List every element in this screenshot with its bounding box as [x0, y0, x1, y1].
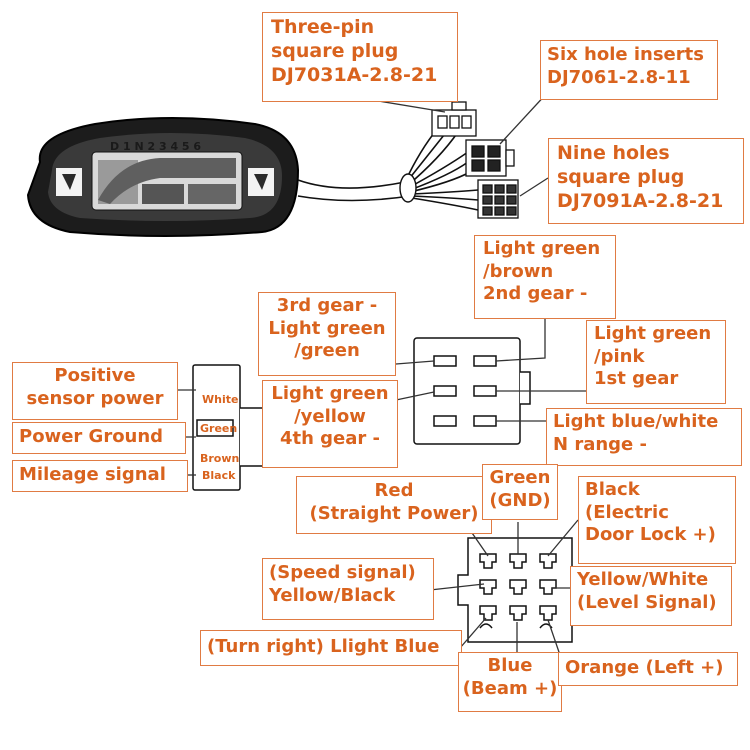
label-line: sensor power — [26, 387, 164, 409]
six-hole-plug-icon — [465, 139, 515, 177]
label-line: DJ7091A-2.8-21 — [557, 189, 724, 212]
wire-label-green: Green — [200, 422, 238, 435]
label-light-blue-white: Light blue/white N range - — [546, 408, 742, 466]
label-line: Six hole inserts — [547, 44, 704, 65]
label-line: Red — [374, 480, 414, 501]
label-line: Light green — [594, 323, 712, 344]
label-positive-sensor-power: Positive sensor power — [12, 362, 178, 420]
label-nine-holes-plug: Nine holes square plug DJ7091A-2.8-21 — [548, 138, 744, 224]
three-pin-plug-icon — [431, 101, 477, 137]
label-blue-beam: Blue (Beam +) — [458, 652, 562, 712]
label-line: Black — [585, 479, 640, 500]
label-line: 1st gear — [594, 368, 679, 389]
harness-wires — [297, 127, 479, 211]
wire-label-white: White — [202, 393, 239, 406]
label-line: (Level Signal) — [577, 591, 717, 613]
label-three-pin-plug: Three-pin square plug DJ7031A-2.8-21 — [262, 12, 458, 102]
label-line: Yellow/Black — [269, 584, 396, 606]
label-line: /pink — [594, 345, 645, 367]
label-line: Three-pin — [271, 16, 375, 38]
label-line: Light green — [483, 238, 601, 259]
label-red-straight-power: Red (Straight Power) — [296, 476, 492, 534]
label-light-green-yellow: Light green /yellow 4th gear - — [262, 380, 398, 468]
three-pin-connector-icon — [192, 364, 269, 491]
label-line: 2nd gear - — [483, 283, 588, 304]
label-line: 4th gear - — [279, 428, 381, 449]
gear-indicator: D 1 N 2 3 4 5 6 — [110, 140, 201, 153]
label-line: Door Lock +) — [585, 524, 716, 545]
label-mileage-signal: Mileage signal — [12, 460, 188, 492]
label-green-gnd: Green (GND) — [482, 464, 558, 520]
label-line: (GND) — [489, 489, 551, 511]
label-line: Yellow/White — [577, 569, 709, 590]
label-line: Light green — [268, 317, 386, 339]
label-line: 3rd gear - — [276, 295, 378, 316]
label-line: Green — [489, 467, 551, 488]
label-line: Light blue/white — [553, 411, 719, 432]
six-pin-connector-icon — [413, 337, 531, 445]
label-line: square plug — [271, 39, 399, 62]
nine-hole-plug-icon — [477, 179, 519, 219]
label-speed-signal: (Speed signal) Yellow/Black — [262, 558, 434, 620]
label-third-gear: 3rd gear - Light green /green — [258, 292, 396, 376]
label-six-hole-inserts: Six hole inserts DJ7061-2.8-11 — [540, 40, 718, 100]
label-line: N range - — [553, 433, 647, 455]
label-line: (Straight Power) — [309, 502, 479, 524]
label-line: DJ7031A-2.8-21 — [271, 63, 438, 86]
label-line: DJ7061-2.8-11 — [547, 66, 691, 88]
label-line: (Speed signal) — [269, 562, 416, 583]
label-line: (Electric — [585, 501, 669, 523]
label-line: Positive — [54, 365, 136, 386]
label-orange-left: Orange (Left +) — [558, 652, 738, 686]
wire-label-black: Black — [202, 469, 236, 482]
wire-label-brown: Brown — [200, 452, 240, 465]
label-line: (Beam +) — [462, 677, 558, 699]
speedometer — [26, 117, 300, 237]
label-line: Blue — [487, 655, 533, 676]
middle-leader-lines — [395, 318, 586, 422]
label-line: Nine holes — [557, 142, 670, 164]
label-turn-right: (Turn right) Llight Blue — [200, 630, 462, 666]
nine-pin-connector-icon — [457, 537, 573, 643]
label-line: /green — [294, 340, 360, 361]
label-light-green-brown: Light green /brown 2nd gear - — [474, 235, 616, 319]
label-line: /brown — [483, 260, 554, 282]
label-line: square plug — [557, 165, 685, 188]
label-power-ground: Power Ground — [12, 422, 186, 454]
label-black-door-lock: Black (Electric Door Lock +) — [578, 476, 736, 564]
bottom-leader-lines — [429, 519, 579, 656]
label-yellow-white: Yellow/White (Level Signal) — [570, 566, 732, 626]
label-light-green-pink: Light green /pink 1st gear — [586, 320, 726, 404]
label-line: /yellow — [294, 405, 366, 427]
label-line: Light green — [271, 383, 389, 404]
